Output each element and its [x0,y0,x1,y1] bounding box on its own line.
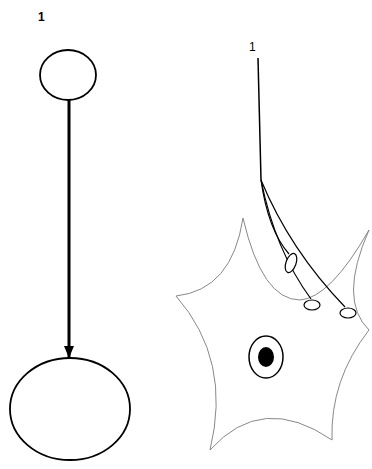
circle-outline [8,356,132,462]
circle-outline [36,8,100,104]
circle-node: 1 [36,8,100,104]
circle-shape [40,50,96,100]
circle-node [8,356,132,462]
nucleus [249,336,283,378]
synaptic-terminal [340,308,356,318]
axon [258,58,261,180]
synaptic-terminal [304,300,320,310]
callout-number: 1 [38,10,45,24]
nucleolus [258,347,274,367]
axon-branch [261,180,345,307]
synaptic-terminal [283,252,299,274]
circle-shape [10,358,130,460]
callout-number: 1 [249,40,256,54]
cell-body [176,218,369,450]
arrow-connector [68,100,71,358]
